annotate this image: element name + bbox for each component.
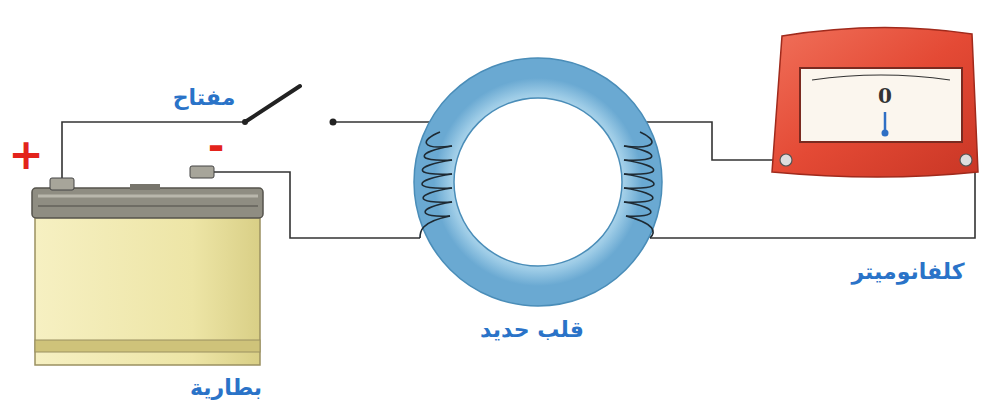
secondary-coil <box>624 132 654 238</box>
galvanometer <box>772 27 978 177</box>
part-label: كلفانوميتر <box>851 261 964 283</box>
primary-coil <box>420 132 452 238</box>
iron-ring <box>414 58 662 306</box>
battery <box>32 166 263 365</box>
switch-symbol <box>242 86 337 126</box>
terminal-sign: + <box>8 134 43 176</box>
terminal-sign: - <box>208 126 225 166</box>
part-label: قلب حديد <box>480 319 584 341</box>
part-label: مفتاح <box>173 87 236 109</box>
part-label: بطارية <box>190 377 262 399</box>
scale-number: 0 <box>878 86 892 106</box>
